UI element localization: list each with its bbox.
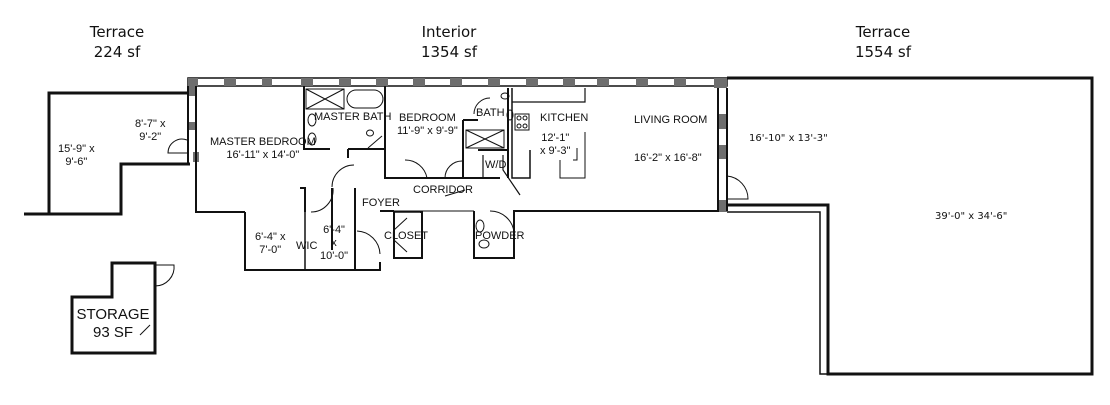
wic-dims: 6'-4" x 7'-0" [255, 231, 286, 256]
storage-outline [70, 261, 157, 355]
storage-label: STORAGE 93 SF [76, 306, 150, 341]
living-room-label: LIVING ROOM [634, 114, 708, 126]
terrace-left-outline [24, 91, 187, 216]
interior-area: 1354 sf [420, 43, 478, 61]
wall-columns [188, 78, 727, 212]
foyer-label: FOYER [362, 197, 400, 209]
terrace-right-area: 1554 sf [854, 43, 912, 61]
interior-title: Interior [421, 23, 477, 41]
wd-label: W/D [485, 159, 507, 171]
bath-label: BATH [476, 107, 505, 119]
closet-label: CLOSET [384, 230, 429, 242]
wic-hall-dims: 6'-4" x 10'-0" [320, 224, 349, 262]
terrace-left-inner-dims: 8'-7" x 9'-2" [135, 118, 166, 143]
terrace-right-title: Terrace [855, 23, 911, 41]
wic-label: WIC [296, 240, 318, 252]
terrace-left-header: Terrace 224 sf [57, 22, 177, 62]
kitchen-label: KITCHEN [540, 112, 589, 124]
terrace-left-outer-dims: 15'-9" x 9'-6" [58, 143, 95, 168]
terrace-right-header: Terrace 1554 sf [823, 22, 943, 62]
terrace-left-area: 224 sf [93, 43, 141, 61]
living-room-dims: 16'-2" x 16'-8" [634, 152, 702, 164]
powder-label: POWDER [475, 230, 525, 242]
terrace-right-upper-dims: 16'-10" x 13'-3" [749, 133, 828, 144]
corridor-label: CORRIDOR [413, 184, 473, 196]
master-bath-label: MASTER BATH [314, 111, 392, 123]
terrace-left-title: Terrace [89, 23, 145, 41]
interior-header: Interior 1354 sf [389, 22, 509, 62]
bedroom-label: BEDROOM 11'-9" x 9'-9" [397, 112, 458, 137]
kitchen-dims: 12'-1" x 9'-3" [540, 132, 571, 157]
master-bedroom-label: MASTER BEDROOM 16'-11" x 14'-0" [210, 136, 316, 161]
terrace-right-main-dims: 39'-0" x 34'-6" [935, 211, 1008, 222]
